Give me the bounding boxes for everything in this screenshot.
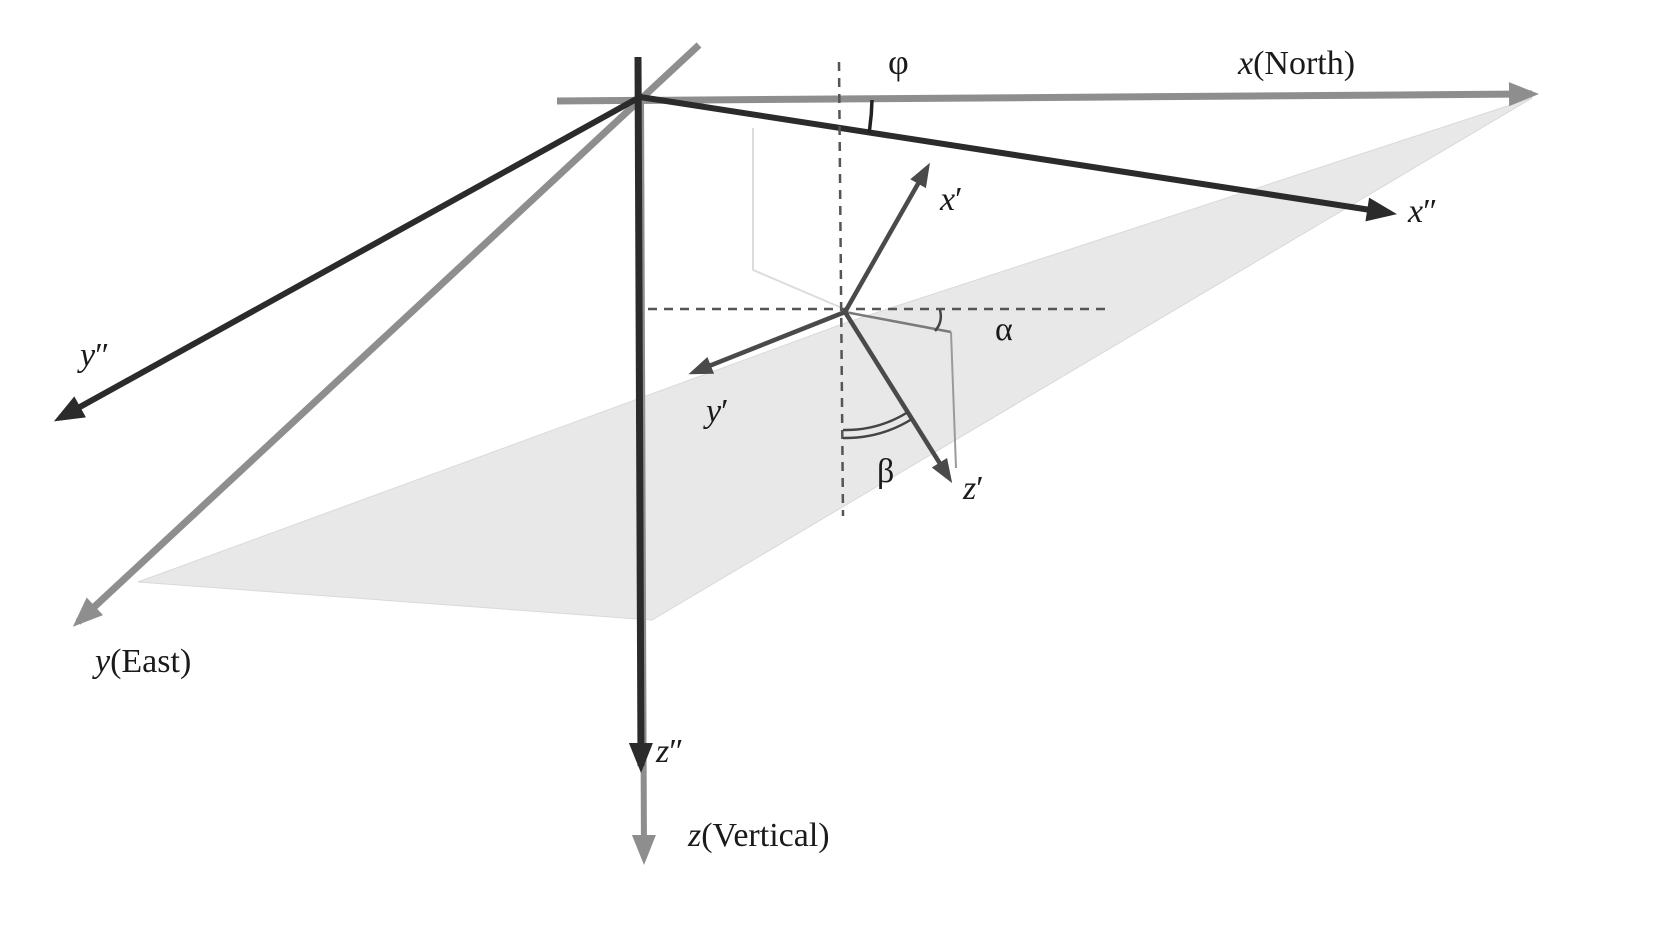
axis-y-east xyxy=(72,42,702,627)
label-y-double-prime: y″ xyxy=(77,337,109,374)
label-x-double-prime: x″ xyxy=(1407,193,1437,230)
labels-layer: φ x(North) x″ y″ y(East) z″ z(Vertical) x′ y′ z′ α… xyxy=(77,42,1437,854)
label-z-prime: z′ xyxy=(962,470,984,507)
dashed-vertical-reference xyxy=(837,61,845,517)
axis-z-prime xyxy=(843,310,953,484)
axis-y-prime xyxy=(688,309,846,375)
plane-layer xyxy=(137,97,1533,621)
label-phi: φ xyxy=(888,42,909,82)
label-y-prime: y′ xyxy=(703,393,729,430)
label-beta: β xyxy=(877,453,894,490)
dipping-plane xyxy=(137,97,1533,621)
alpha-angle-arc xyxy=(934,309,943,332)
axis-x-double-prime xyxy=(639,94,1397,222)
faint-projection-line-2 xyxy=(752,269,843,309)
beta-angle-arc-outer xyxy=(842,417,913,440)
axis-x-north xyxy=(556,82,1539,107)
vertical-drop-line xyxy=(950,331,957,469)
phi-angle-arc xyxy=(867,99,874,134)
axis-z-double-prime xyxy=(628,56,653,773)
axis-x-prime xyxy=(843,162,930,314)
beta-angle-arc-inner xyxy=(842,410,909,432)
label-y-east: y(East) xyxy=(92,643,191,680)
label-z-vertical: z(Vertical) xyxy=(687,817,830,854)
label-z-double-prime: z″ xyxy=(655,733,683,770)
label-x-north: x(North) xyxy=(1237,45,1355,82)
axes-layer xyxy=(53,42,1539,865)
plane-edge-segment xyxy=(844,310,952,334)
label-x-prime: x′ xyxy=(939,181,963,218)
label-alpha: α xyxy=(995,311,1013,348)
axis-y-double-prime xyxy=(53,94,642,422)
angle-arcs-layer xyxy=(842,99,943,440)
